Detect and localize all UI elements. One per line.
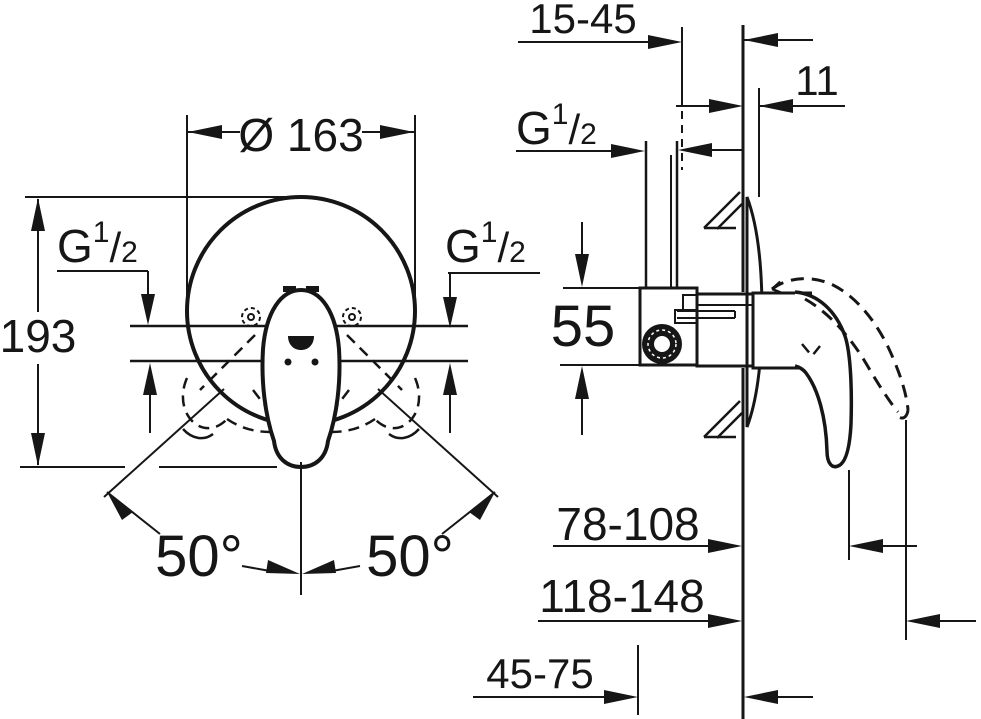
swing-angle-dimension: 50° 50° (106, 462, 496, 595)
arrow-right-icon (708, 614, 742, 628)
plate-thickness-label: 11 (795, 57, 839, 104)
arc-arrow-icon (469, 492, 495, 520)
lever-handle-side (751, 290, 854, 469)
thread-text: G1/2 (445, 216, 526, 272)
swing-angle-left-label: 50° (155, 524, 243, 589)
arrow-left-icon (678, 143, 712, 157)
wall-hatching-lower (703, 400, 743, 439)
swing-limit-line-right (377, 388, 499, 498)
arrow-down-icon (575, 254, 589, 287)
front-view: Ø 163 193 G1/2 G1/2 (0, 109, 540, 595)
arrow-up-icon (143, 363, 157, 395)
wall-depth-dimension: 15-45 (518, 0, 813, 170)
thread-text: G1/2 (57, 216, 138, 272)
arrow-left-icon (759, 99, 793, 113)
thread-label-front-right: G1/2 (443, 216, 540, 328)
handle-dot-right (311, 358, 319, 366)
swing-angle-right-label: 50° (366, 524, 454, 589)
projection-label: 78-108 (556, 498, 699, 550)
thread-text: G1/2 (516, 98, 597, 154)
brand-logo-mark (288, 336, 314, 350)
arrow-up-icon (31, 198, 45, 231)
arrow-up-icon (443, 363, 457, 395)
arrow-right-icon (708, 539, 742, 553)
thread-label-front-left: G1/2 (57, 216, 155, 325)
diameter-label: Ø 163 (238, 109, 363, 161)
arrow-down-icon (31, 433, 45, 466)
thread-base: G (57, 220, 93, 272)
height-dimension: 193 (0, 196, 310, 468)
supply-pipe (644, 141, 679, 288)
handle-top-tab-left (283, 286, 296, 292)
overall-projection-dimension: 118-148 (538, 420, 976, 640)
port-offset-dimension: 55 (551, 222, 640, 435)
body-step (682, 294, 698, 311)
thread-base: G (516, 102, 552, 154)
arrow-right-icon (604, 690, 638, 704)
thread-sub: 2 (580, 118, 597, 151)
arc-arrow-icon (107, 492, 133, 520)
cartridge-sleeve (677, 292, 755, 368)
thread-sub: 2 (121, 236, 138, 269)
lever-raised-dashed (771, 277, 910, 420)
thread-base: G (445, 220, 481, 272)
arrow-right-icon (611, 144, 645, 158)
side-screw-right (342, 307, 362, 327)
height-label: 193 (0, 310, 76, 362)
projection-dimension: 78-108 (553, 470, 917, 560)
handle-top-tab-right (306, 286, 319, 292)
arrow-down-icon (141, 294, 155, 325)
thread-sub: 2 (509, 236, 526, 269)
arrow-left-icon (849, 539, 883, 553)
arrow-right-icon (648, 35, 682, 49)
thread-slash: / (568, 106, 580, 153)
outlet-line-arrows (143, 363, 457, 433)
overall-projection-label: 118-148 (539, 570, 704, 622)
arrow-left-icon (744, 690, 778, 704)
arrow-right-icon (709, 99, 743, 113)
thread-sup: 1 (93, 216, 110, 249)
thread-sup: 1 (552, 98, 569, 131)
side-view: 15-45 11 G1/2 (473, 0, 976, 719)
thread-slash: / (497, 224, 509, 271)
arrow-right-icon (380, 125, 414, 139)
arrow-up-icon (575, 366, 589, 399)
arrow-left-icon (744, 33, 778, 47)
arrow-left-icon (188, 125, 222, 139)
lever-swing-dashed-left (181, 334, 271, 440)
recess-depth-label: 45-75 (486, 650, 593, 697)
wall-depth-label: 15-45 (529, 0, 636, 42)
diameter-dimension: Ø 163 (186, 109, 416, 324)
side-screw-left (241, 307, 261, 327)
arrow-left-icon (906, 614, 940, 628)
port-offset-label: 55 (551, 294, 616, 359)
plate-thickness-dimension: 11 (676, 57, 845, 197)
handle-dot-left (284, 358, 292, 366)
lever-handle-front (260, 287, 342, 470)
inlet-port (642, 324, 682, 364)
thread-sup: 1 (481, 216, 498, 249)
arc-arrow-icon (302, 560, 336, 574)
thread-slash: / (109, 224, 121, 271)
swing-limit-line-left (103, 388, 225, 498)
recess-depth-dimension: 45-75 (473, 645, 813, 715)
arrow-down-icon (443, 297, 457, 328)
thread-label-side: G1/2 (516, 98, 742, 158)
wall-hatching-upper (703, 191, 743, 230)
arc-arrow-icon (266, 560, 300, 574)
